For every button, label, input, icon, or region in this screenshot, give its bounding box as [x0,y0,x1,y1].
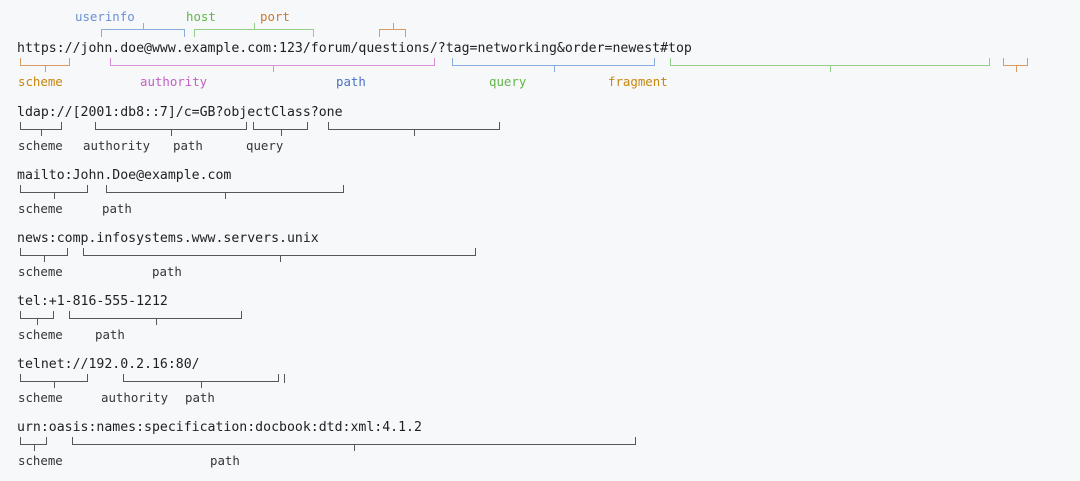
row-urn-bracket-path [72,437,636,451]
row-mailto-bracket-scheme [20,185,88,199]
row-tel-bracket-scheme [20,311,54,325]
row-telnet-bracket-scheme [20,374,88,388]
row-https-bracket-trailing [1003,58,1028,72]
row-https-bracket-port [379,23,406,37]
row-news-bracket-scheme [20,248,68,262]
row-telnet-bracket-authority [123,374,279,388]
row-ldap-bracket-scheme [20,122,62,136]
row-tel-label-scheme: scheme [18,327,63,342]
row-https-uri-text: https://john.doe@www.example.com:123/for… [17,41,692,56]
row-urn-label-scheme: scheme [18,453,63,468]
row-tel-uri-text: tel:+1-816-555-1212 [17,294,168,309]
row-https-bracket-fragment [670,58,990,72]
row-https-label-path: path [336,74,366,89]
row-urn-uri-text: urn:oasis:names:specification:docbook:dt… [17,420,422,435]
row-ldap-label-path: path [173,138,203,153]
row-news-label-path: path [152,264,182,279]
row-tel-label-path: path [95,327,125,342]
row-telnet-bracket-path-marker [284,374,285,383]
row-https-bracket-userinfo [101,23,185,37]
row-https-bracket-scheme [20,58,70,72]
row-tel-bracket-path [69,311,242,325]
row-news-uri-text: news:comp.infosystems.www.servers.unix [17,231,319,246]
row-mailto-label-path: path [102,201,132,216]
row-https-top-label-port: port [260,9,290,24]
row-telnet-label-authority: authority [101,390,169,405]
row-ldap-label-scheme: scheme [18,138,63,153]
row-telnet-uri-text: telnet://192.0.2.16:80/ [17,357,200,372]
row-mailto-bracket-path [106,185,344,199]
row-news-label-scheme: scheme [18,264,63,279]
row-telnet-label-scheme: scheme [18,390,63,405]
row-ldap-bracket-authority [95,122,247,136]
row-https-label-fragment: fragment [608,74,668,89]
row-urn-label-path: path [210,453,240,468]
row-https-bracket-authority [110,58,435,72]
row-ldap-uri-text: ldap://[2001:db8::7]/c=GB?objectClass?on… [17,105,343,120]
row-ldap-label-authority: authority [83,138,151,153]
row-https-top-label-userinfo: userinfo [75,9,135,24]
row-https-top-label-host: host [186,9,216,24]
row-https-label-scheme: scheme [18,74,63,89]
row-https-bracket-query [452,58,655,72]
row-mailto-label-scheme: scheme [18,201,63,216]
row-https-label-authority: authority [140,74,208,89]
row-ldap-label-query: query [246,138,284,153]
row-https-bracket-host [194,23,314,37]
row-ldap-bracket-fragment [328,122,500,136]
row-ldap-bracket-query [253,122,308,136]
row-news-bracket-path [83,248,476,262]
row-https-label-query: query [489,74,527,89]
row-urn-bracket-scheme [20,437,47,451]
row-mailto-uri-text: mailto:John.Doe@example.com [17,168,232,183]
row-telnet-label-path: path [185,390,215,405]
